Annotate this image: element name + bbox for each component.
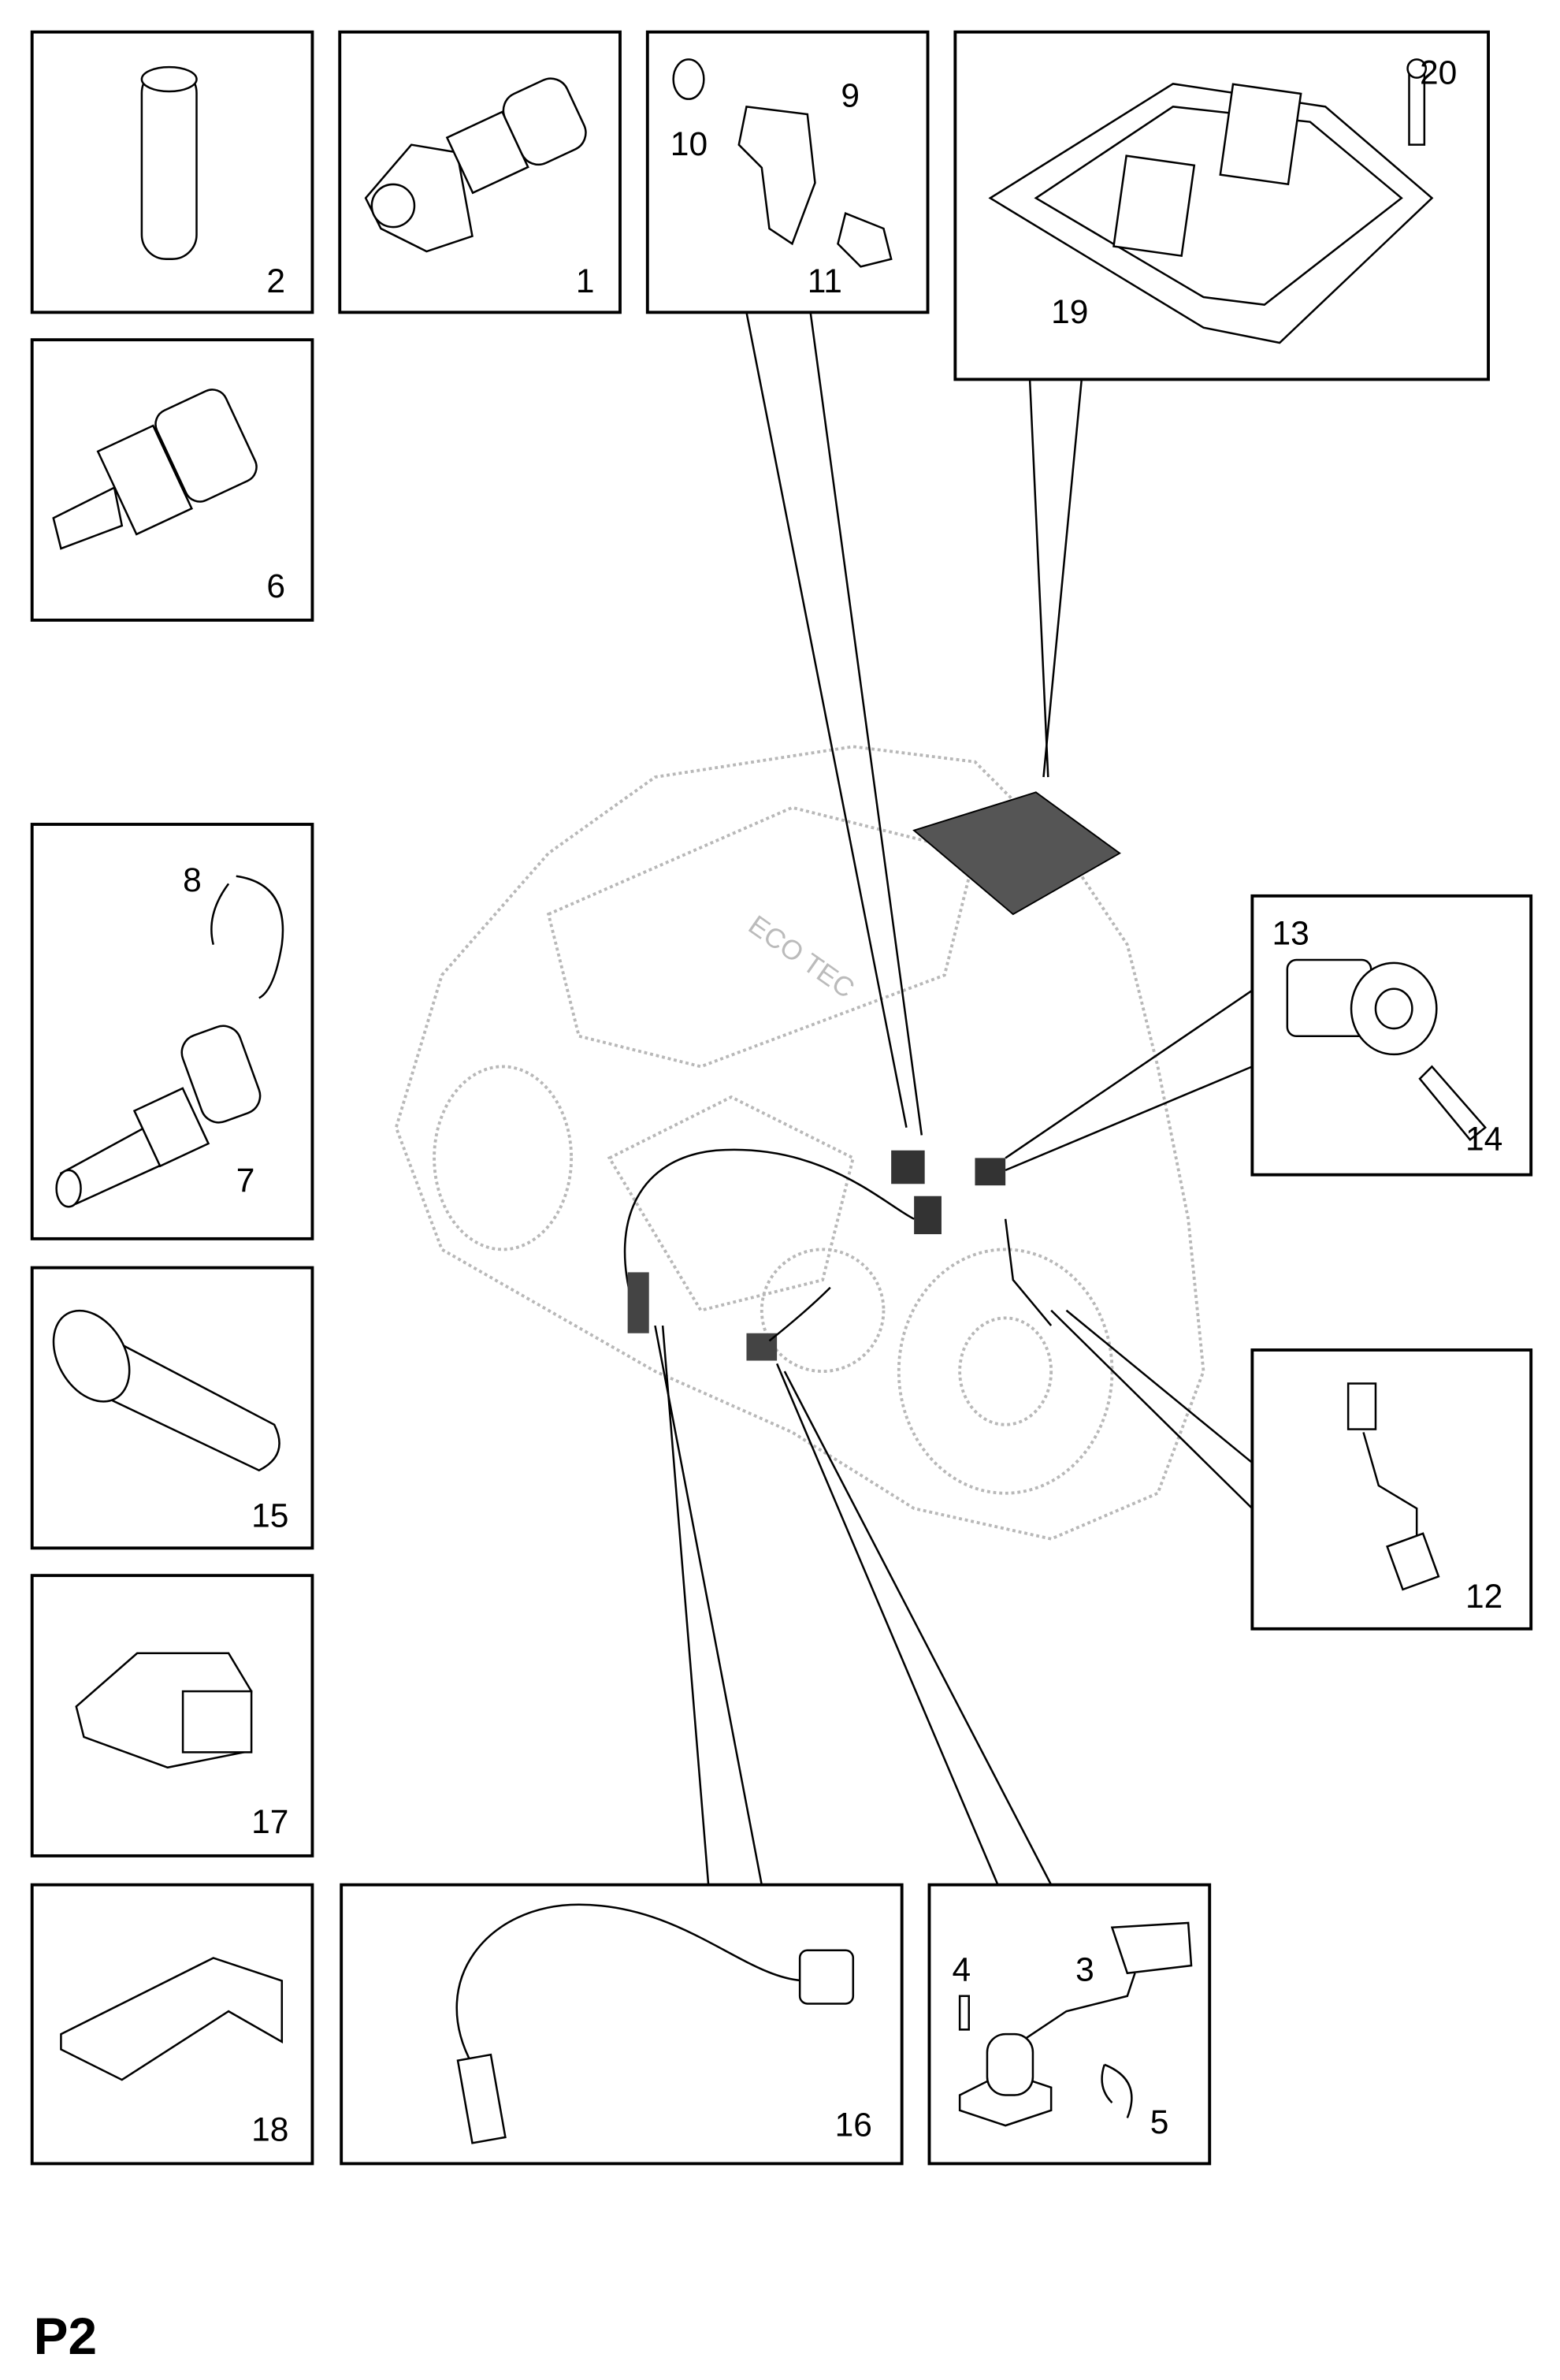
- callout-8: 8: [183, 861, 202, 899]
- part-box-1[interactable]: 1: [338, 30, 622, 314]
- callout-20: 20: [1420, 54, 1457, 91]
- part-box-18[interactable]: 18: [30, 1883, 314, 2166]
- callout-9: 9: [841, 76, 860, 114]
- callout-18: 18: [251, 2110, 288, 2148]
- callout-7: 7: [236, 1162, 255, 1199]
- callout-19: 19: [1051, 293, 1088, 331]
- part-box-19-20[interactable]: 20 19: [953, 30, 1490, 381]
- part-box-17[interactable]: 17: [30, 1574, 314, 1858]
- callout-15: 15: [251, 1497, 288, 1534]
- part-box-2[interactable]: 2: [30, 30, 314, 314]
- leader-lines: [654, 312, 1254, 1886]
- part-box-13-14[interactable]: 13 14: [1250, 894, 1533, 1177]
- page-label: P2: [34, 2307, 97, 2365]
- part-box-12[interactable]: 12: [1250, 1348, 1533, 1631]
- callout-16: 16: [835, 2107, 872, 2144]
- callout-4: 4: [952, 1950, 971, 1988]
- callout-12: 12: [1465, 1578, 1502, 1616]
- callout-10: 10: [670, 125, 708, 163]
- part-box-6[interactable]: 6: [30, 338, 314, 622]
- callout-13: 13: [1272, 915, 1309, 953]
- engine-logo: ECO TEC: [743, 909, 860, 1004]
- part-box-15[interactable]: 15: [30, 1266, 314, 1550]
- installed-parts: [623, 791, 1121, 1361]
- callout-2: 2: [266, 262, 285, 300]
- part-box-3-4-5[interactable]: 3 4 5: [927, 1883, 1212, 2166]
- callout-5: 5: [1150, 2103, 1169, 2141]
- part-box-16[interactable]: 16: [340, 1883, 904, 2166]
- callout-1: 1: [576, 262, 595, 300]
- callout-11: 11: [808, 262, 842, 300]
- callout-14: 14: [1465, 1121, 1502, 1158]
- part-box-9-10-11[interactable]: 9 10 11: [645, 30, 930, 314]
- callout-17: 17: [251, 1803, 288, 1841]
- callout-6: 6: [266, 567, 285, 605]
- part-box-7-8[interactable]: 8 7: [30, 823, 314, 1240]
- callout-3: 3: [1075, 1950, 1094, 1988]
